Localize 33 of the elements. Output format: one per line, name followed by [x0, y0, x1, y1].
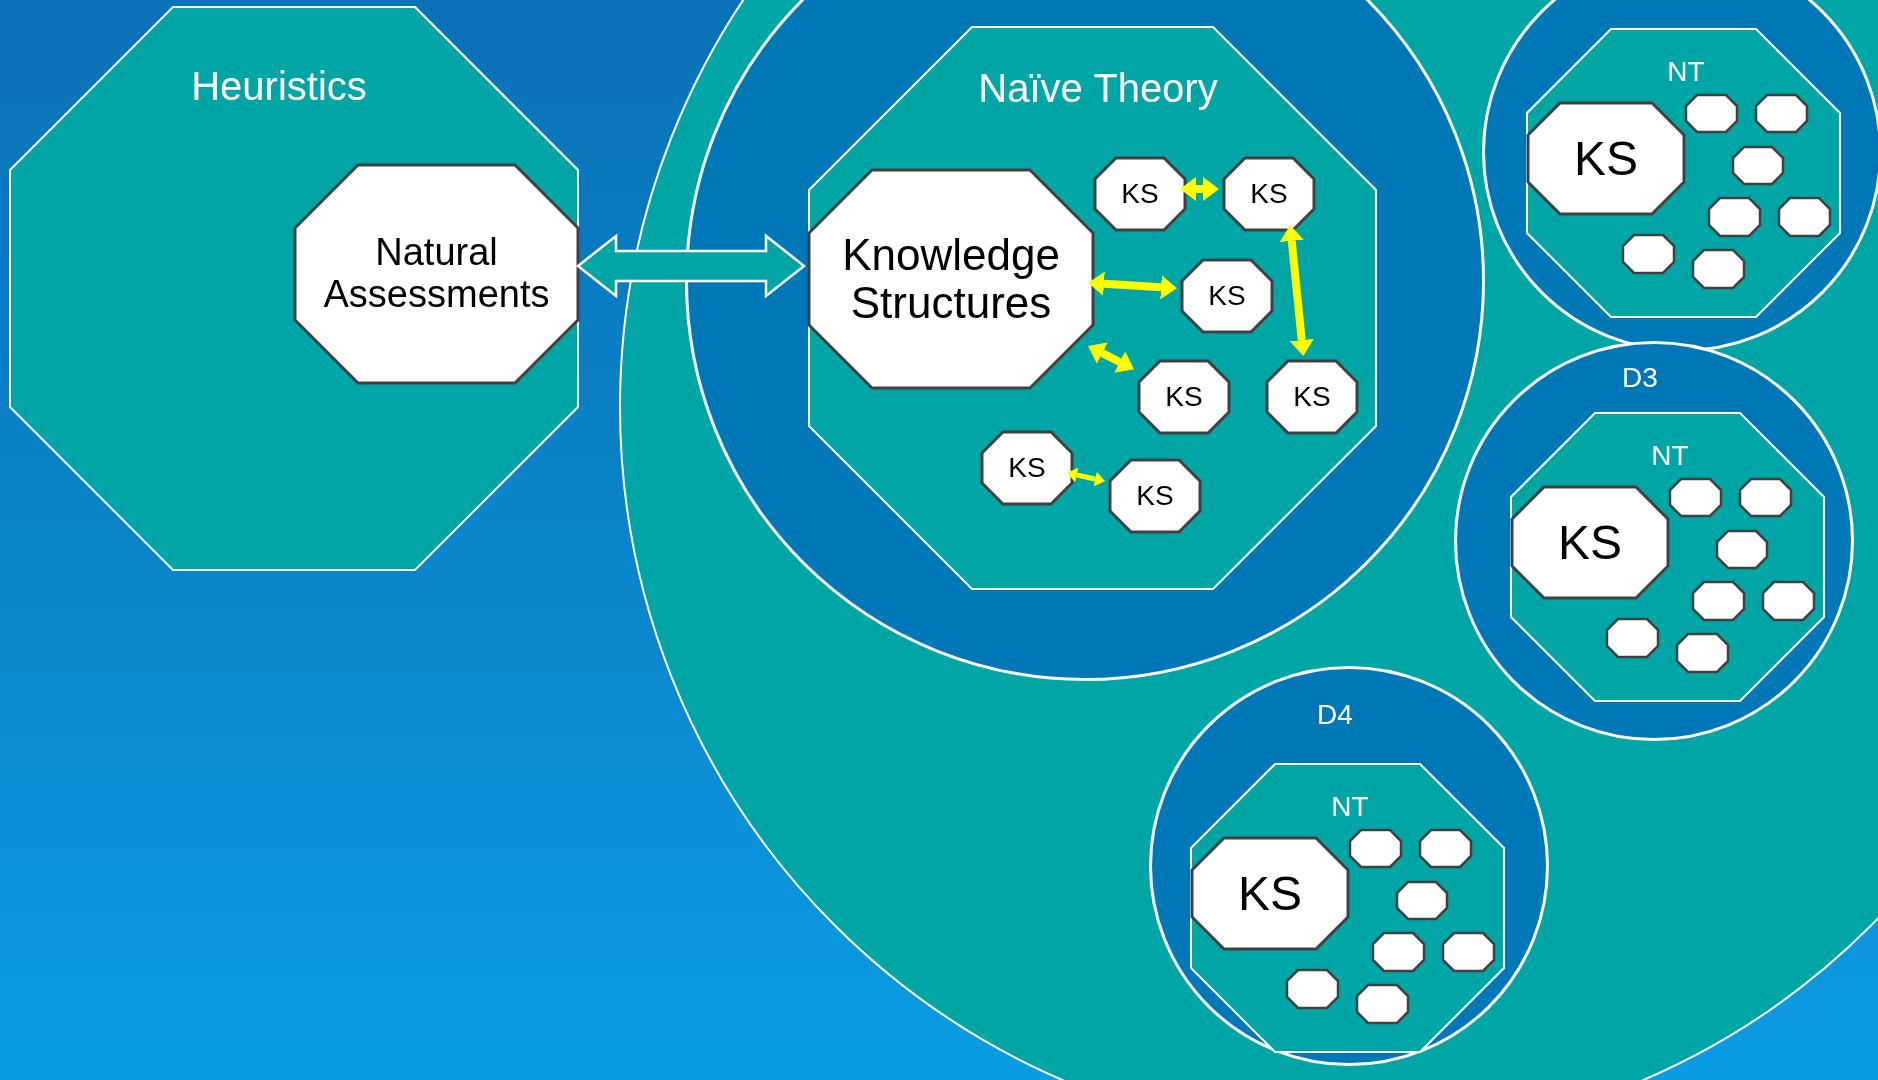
- octagon-panel: [1527, 29, 1840, 317]
- panel-heading: NT: [1667, 56, 1705, 88]
- octagon-box: [809, 170, 1093, 388]
- octagon-panel: [1511, 413, 1824, 701]
- box-label: Natural Assessments: [322, 232, 551, 316]
- panel-heading: Heuristics: [191, 64, 367, 108]
- double-arrow: [1279, 225, 1314, 356]
- box-label: KS: [1557, 516, 1623, 569]
- box-label: KS: [1237, 867, 1303, 920]
- box-label: KS: [1573, 132, 1639, 185]
- panel-heading: Naïve Theory: [978, 66, 1218, 110]
- double-arrow: [1088, 271, 1177, 300]
- panel-heading: NT: [1331, 791, 1369, 823]
- box-label: KS: [1120, 178, 1160, 210]
- circle-label: D3: [1622, 362, 1658, 394]
- box-label: KS: [1164, 381, 1204, 413]
- box-label: KS: [1292, 381, 1332, 413]
- octagon-panel: [1191, 764, 1504, 1052]
- box-label: Knowledge Structures: [841, 230, 1061, 328]
- box-label: KS: [1135, 480, 1175, 512]
- octagon-box: [295, 165, 578, 383]
- box-label: KS: [1249, 178, 1289, 210]
- octagon-panel: [10, 7, 578, 570]
- ring-circle: [1482, 0, 1878, 352]
- panel-heading: NT: [1651, 440, 1689, 472]
- double-arrow: [576, 233, 806, 299]
- octagon-panel: [809, 27, 1376, 589]
- box-label: KS: [1207, 280, 1247, 312]
- double-arrow: [1180, 177, 1219, 201]
- box-label: KS: [1007, 452, 1047, 484]
- double-arrow: [1067, 467, 1105, 487]
- double-arrow: [1088, 342, 1134, 373]
- circle-label: D4: [1317, 699, 1353, 731]
